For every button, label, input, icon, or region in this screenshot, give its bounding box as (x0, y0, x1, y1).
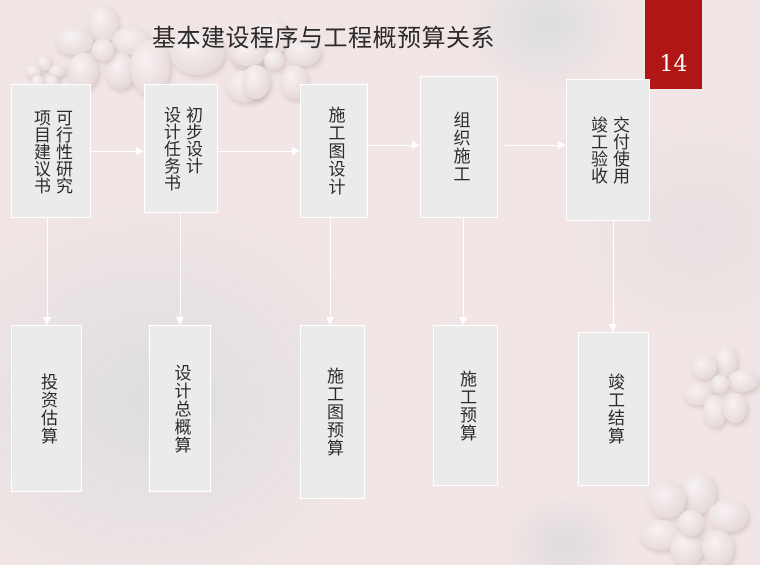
decorative-flower-top-left (50, 5, 160, 95)
connector-2-3 (218, 151, 292, 152)
estimate-investment: 投资估算 (11, 325, 82, 492)
estimate-label: 设计总概算 (170, 363, 191, 454)
arrow-down-icon (43, 317, 51, 325)
arrow-right-icon (412, 141, 420, 149)
step-completion-acceptance: 交付使用竣工验收 (566, 79, 650, 221)
connector-down-2 (180, 213, 181, 317)
step-preliminary-design: 初步设计设计任务书 (144, 84, 218, 213)
slide-title: 基本建设程序与工程概预算关系 (152, 24, 495, 52)
step-label: 交付使用竣工验收 (587, 116, 629, 184)
step-label: 组织施工 (449, 111, 470, 183)
arrow-right-icon (136, 147, 144, 155)
connector-down-5 (613, 221, 614, 324)
decorative-flower-top-right (230, 20, 321, 110)
connector-down-4 (463, 218, 464, 317)
step-feasibility-proposal: 可行性研究项目建议书 (11, 84, 91, 218)
connector-3-4 (368, 145, 412, 146)
decorative-flower-bottom-right-1 (683, 345, 758, 430)
estimate-drawing-budget: 施工图预算 (300, 325, 365, 499)
connector-1-2 (91, 151, 136, 152)
connector-down-1 (47, 218, 48, 317)
connector-4-5 (505, 145, 558, 146)
estimate-label: 投资估算 (37, 372, 57, 445)
page-number: 14 (659, 52, 688, 77)
arrow-right-icon (292, 147, 300, 155)
connector-down-3 (330, 218, 331, 317)
step-label: 初步设计设计任务书 (160, 106, 202, 191)
arrow-right-icon (558, 141, 566, 149)
page-number-badge: 14 (645, 0, 702, 89)
arrow-down-icon (326, 317, 334, 325)
arrow-down-icon (609, 324, 617, 332)
estimate-construction-budget: 施工预算 (433, 325, 498, 486)
step-label: 可行性研究项目建议书 (30, 108, 72, 194)
step-organize-construction: 组织施工 (420, 76, 498, 218)
estimate-label: 施工图预算 (323, 367, 343, 457)
estimate-label: 施工预算 (456, 369, 476, 442)
arrow-down-icon (176, 317, 184, 325)
step-label: 施工图设计 (324, 106, 345, 196)
step-construction-drawing-design: 施工图设计 (300, 84, 368, 218)
decorative-flower-bottom-right-2 (640, 472, 755, 565)
estimate-label: 竣工结算 (604, 373, 624, 445)
estimate-final-settlement: 竣工结算 (578, 332, 649, 486)
estimate-design-budget: 设计总概算 (149, 325, 211, 492)
arrow-down-icon (459, 317, 467, 325)
